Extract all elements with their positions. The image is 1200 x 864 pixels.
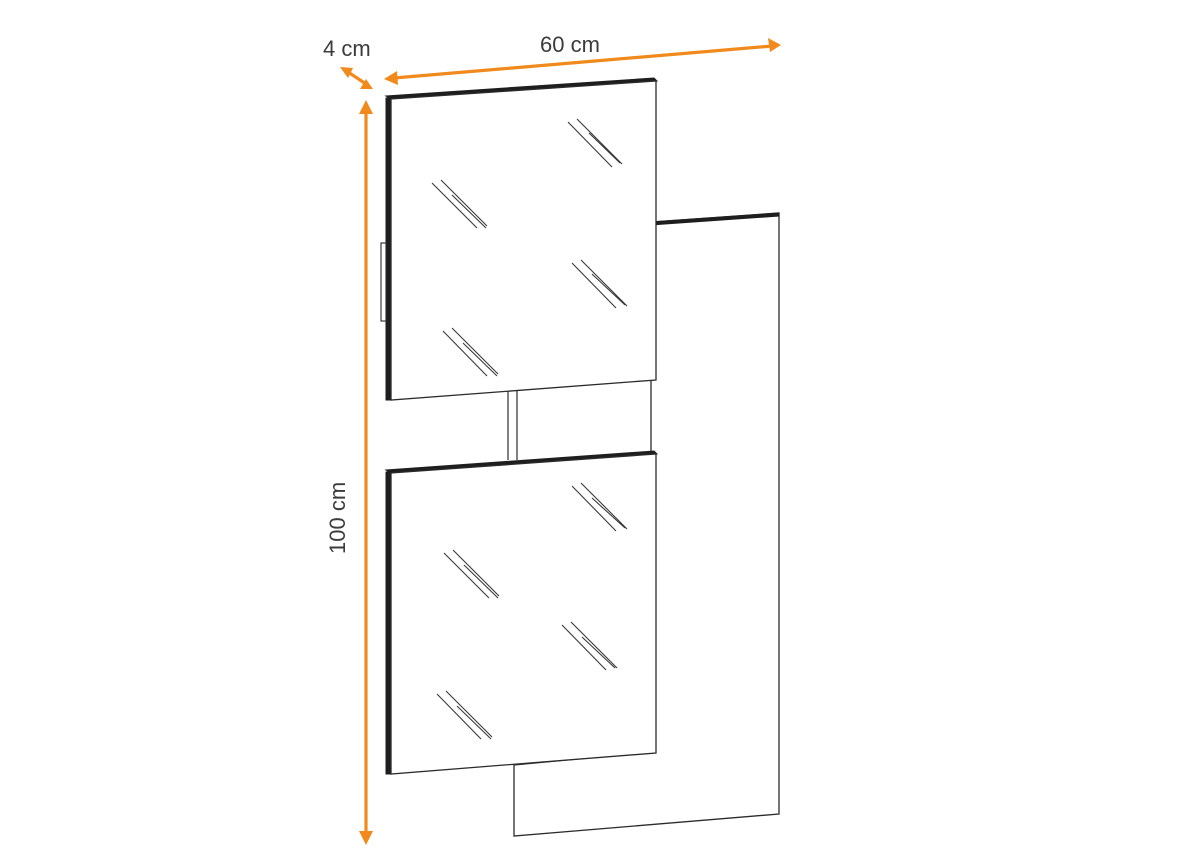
lower-mirror-glare [436,482,628,740]
upper-mirror-glare [431,118,628,377]
height-label: 100 cm [325,482,350,554]
depth-dimension: 4 cm [323,36,373,89]
upper-mirror [384,77,659,401]
height-dimension: 100 cm [325,100,373,845]
width-dimension: 60 cm [384,32,781,85]
lower-mirror [384,450,659,775]
width-label: 60 cm [540,32,600,57]
depth-label: 4 cm [323,36,371,61]
connector-rail [507,390,518,460]
side-bracket [380,242,387,322]
